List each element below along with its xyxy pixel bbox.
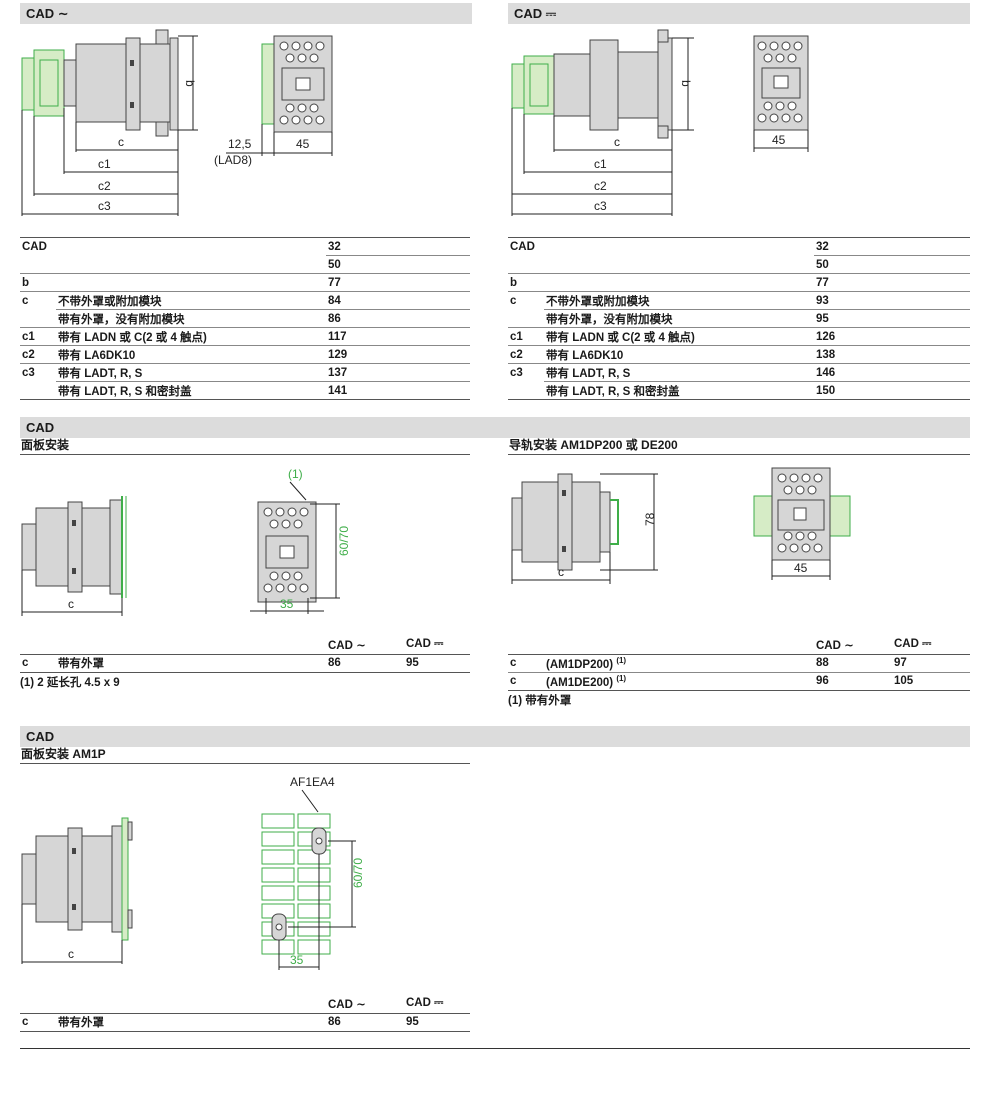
cad-ac-side-view: b c c1 c2 c3 [21, 29, 198, 216]
panel-mount-side-view: c [21, 496, 127, 616]
panel-mounting-subtitle: 面板安装 [20, 437, 470, 455]
dim-lad-label: (LAD8) [214, 153, 252, 167]
dim-c2-label: c2 [594, 179, 607, 193]
note-1-marker: (1) [288, 467, 303, 481]
rail-mount-side-view: 78 c [511, 473, 658, 584]
dim-c2-label: c2 [98, 179, 111, 193]
table-head: CAD [508, 237, 544, 256]
section-header-cad-ac: CAD ∼ [20, 3, 472, 24]
part-label: AF1EA4 [290, 775, 335, 789]
rail-mounting-subtitle: 导轨安装 AM1DP200 或 DE200 [508, 437, 970, 455]
dim-78-label: 78 [643, 512, 657, 526]
am1p-rail-view: AF1EA4 60/70 35 [261, 775, 365, 970]
am1p-side-view: c [21, 817, 133, 964]
dim-b-label: b [679, 80, 693, 87]
dim-35-label: 35 [290, 953, 304, 967]
dim-c-label: c [68, 947, 74, 961]
dim-c1-label: c1 [594, 157, 607, 171]
rail-mount-footnote: (1) 带有外罩 [508, 695, 572, 707]
bottom-rule [20, 1048, 970, 1049]
panel-mount-front-view: (1) 60/70 35 [250, 467, 351, 614]
dim-c-label: c [558, 565, 564, 579]
dim-lad-value: 12,5 [228, 137, 252, 151]
section-header-cad-mounting: CAD [20, 417, 970, 438]
dim-c3-label: c3 [98, 199, 111, 213]
dim-c-label: c [118, 135, 124, 149]
dim-c3-label: c3 [594, 199, 607, 213]
section-header-cad-am1p: CAD [20, 726, 970, 747]
dim-c-label: c [614, 135, 620, 149]
dim-45-label: 45 [772, 133, 786, 147]
dim-b-label: b [183, 80, 197, 87]
panel-mount-footnote: (1) 2 延长孔 4.5 x 9 [20, 677, 120, 689]
dim-35-label: 35 [280, 597, 294, 611]
section-header-cad-dc: CAD ⎓ [508, 3, 970, 24]
cad-ac-front-view: 45 12,5 (LAD8) [214, 35, 333, 167]
dim-45-label: 45 [794, 561, 808, 575]
dim-60-70-label: 60/70 [351, 858, 365, 888]
dim-60-70-label: 60/70 [337, 526, 351, 556]
cad-dc-front-view: 45 [753, 35, 809, 152]
cad-dc-side-view: b c c1 c2 c3 [511, 29, 694, 216]
dim-c-label: c [68, 597, 74, 611]
dim-45-label: 45 [296, 137, 310, 151]
panel-am1p-subtitle: 面板安装 AM1P [20, 746, 470, 764]
rail-mount-front-view: 45 [753, 467, 851, 580]
table-head: CAD [20, 237, 56, 256]
dim-c1-label: c1 [98, 157, 111, 171]
